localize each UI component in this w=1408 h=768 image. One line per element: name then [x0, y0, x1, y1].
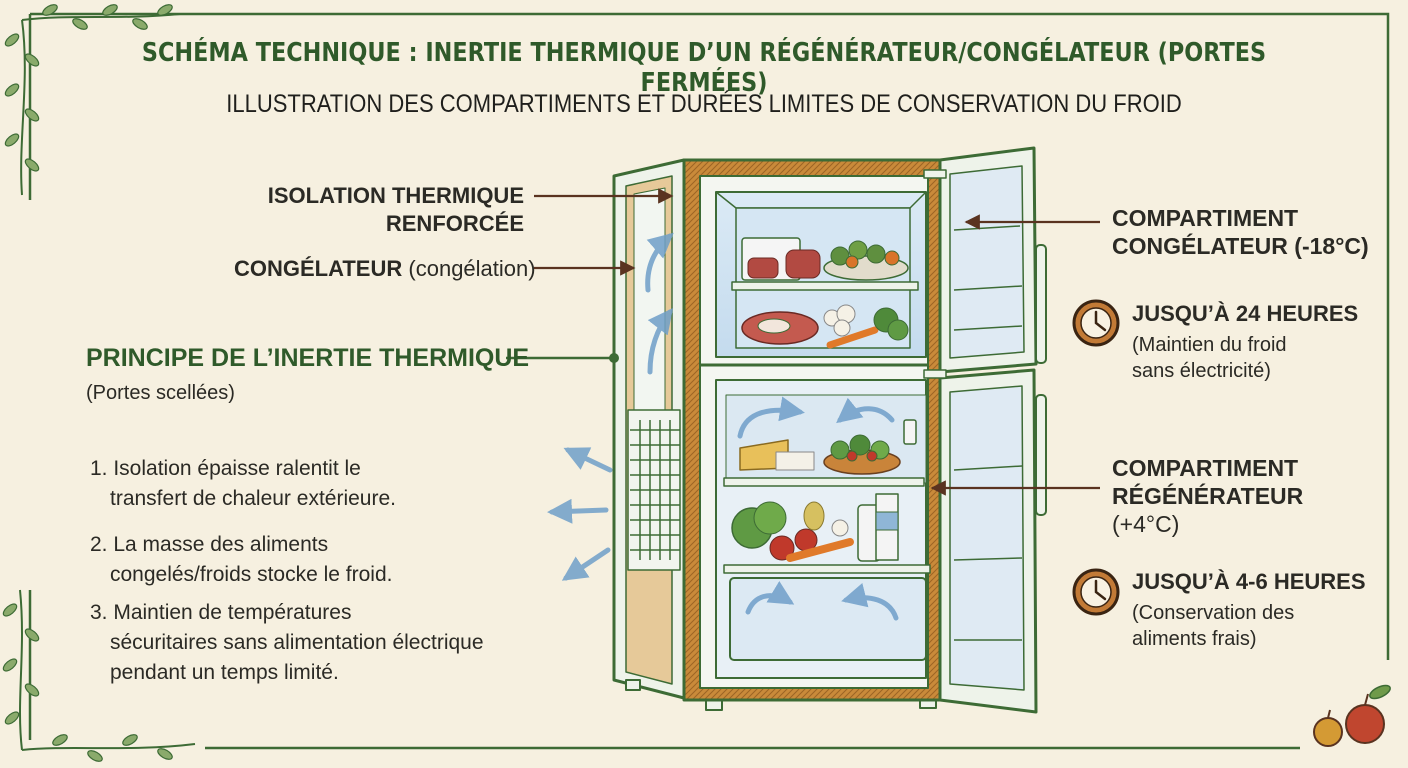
apple-icon: [1313, 684, 1391, 747]
insulation-label-line2: RENFORCÉE: [385, 211, 524, 236]
freezer-compartment-label: COMPARTIMENT CONGÉLATEUR (-18°C): [1112, 204, 1369, 260]
page-border: [28, 12, 1390, 750]
fridge-comp-line3: (+4°C): [1112, 511, 1180, 537]
fridge-comp-line1: COMPARTIMENT: [1112, 455, 1299, 481]
freezer-label: CONGÉLATEUR (congélation): [234, 255, 536, 283]
insulation-label-line1: ISOLATION THERMIQUE: [267, 183, 524, 208]
insulation-label: ISOLATION THERMIQUE RENFORCÉE: [268, 182, 524, 238]
condenser-coil: [627, 409, 681, 571]
fridge-duration: JUSQU’À 4-6 HEURES: [1132, 569, 1366, 594]
step-2-line2: congelés/froids stocke le froid.: [110, 563, 393, 586]
principle-subtitle: (Portes scellées): [86, 382, 235, 404]
freezer-note-line2: sans électricité): [1132, 360, 1271, 382]
principle-title: PRINCIPE DE L’INERTIE THERMIQUE: [86, 344, 530, 372]
principle-step-3: 3. Maintien de températures sécuritaires…: [90, 598, 484, 688]
principle-pointer: [506, 353, 619, 363]
step-3-line2: sécuritaires sans alimentation électriqu…: [110, 631, 484, 654]
fridge-note-line1: (Conservation des: [1132, 602, 1295, 624]
fridge-duration-note: (Conservation des aliments frais): [1132, 600, 1294, 652]
step-3-line3: pendant un temps limité.: [110, 661, 339, 684]
leaf-vine-icon: [2, 589, 196, 762]
label-pointers: [534, 188, 1100, 496]
page-title: SCHÉMA TECHNIQUE : INERTIE THERMIQUE D’U…: [141, 38, 1267, 98]
principle-step-2: 2. La masse des aliments congelés/froids…: [90, 530, 392, 590]
freezer-duration-note: (Maintien du froid sans électricité): [1132, 332, 1287, 384]
clock-icon: [1072, 299, 1120, 347]
freezer-label-main: CONGÉLATEUR: [234, 256, 403, 281]
clock-icon: [1072, 568, 1120, 616]
fridge-compartment-label: COMPARTIMENT RÉGÉNÉRATEUR (+4°C): [1112, 454, 1303, 538]
freezer-label-paren: (congélation): [408, 256, 536, 281]
freezer-note-line1: (Maintien du froid: [1132, 334, 1287, 356]
step-1-line2: transfert de chaleur extérieure.: [110, 487, 396, 510]
page-subtitle: ILLUSTRATION DES COMPARTIMENTS ET DURÉES…: [226, 90, 1182, 118]
refrigerator: [612, 146, 1047, 714]
freezer-comp-line1: COMPARTIMENT: [1112, 205, 1299, 231]
step-3-line1: 3. Maintien de températures: [90, 601, 352, 624]
principle-step-1: 1. Isolation épaisse ralentit le transfe…: [90, 454, 396, 514]
leaf-vine-icon: [4, 4, 181, 196]
freezer-comp-line2: CONGÉLATEUR (-18°C): [1112, 233, 1369, 259]
freezer-duration: JUSQU’À 24 HEURES: [1132, 301, 1359, 326]
cold-air-arrows: [547, 232, 899, 621]
fridge-note-line2: aliments frais): [1132, 628, 1257, 650]
step-1-line1: 1. Isolation épaisse ralentit le: [90, 457, 361, 480]
fridge-comp-line2: RÉGÉNÉRATEUR: [1112, 483, 1304, 509]
step-2-line1: 2. La masse des aliments: [90, 533, 329, 556]
